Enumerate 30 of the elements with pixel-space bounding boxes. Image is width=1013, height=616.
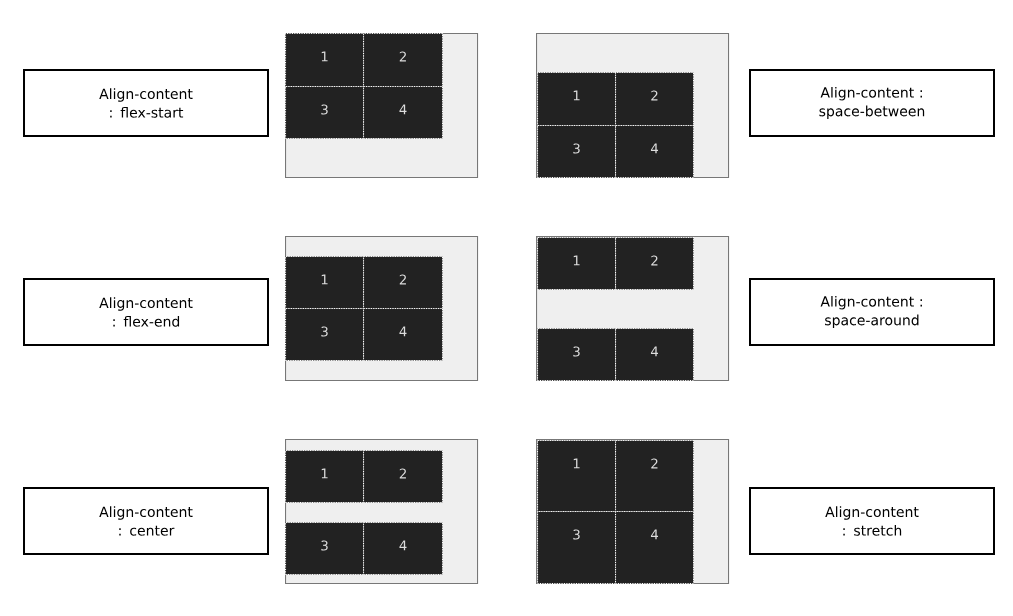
flex-item: 3: [285, 522, 365, 576]
flex-item: 1: [285, 256, 365, 310]
label-box: Align-content : space-around: [749, 278, 995, 346]
label-box: Align-content : center: [23, 487, 269, 555]
label-box: Align-content : flex-start: [23, 69, 269, 137]
flex-item: 1: [285, 33, 365, 88]
flex-item: 1: [537, 72, 617, 127]
flex-item: 1: [285, 450, 365, 504]
flex-item: 2: [615, 72, 695, 127]
flex-item: 3: [537, 125, 617, 179]
flex-item: 3: [537, 511, 617, 585]
flex-item: 4: [363, 308, 444, 362]
flex-item: 4: [363, 86, 444, 140]
flex-item: 2: [363, 450, 444, 504]
flex-item: 2: [615, 237, 695, 291]
flex-item: 1: [537, 440, 617, 513]
flex-item: 2: [363, 256, 444, 310]
flex-item: 1: [537, 237, 617, 291]
flex-item: 3: [537, 328, 617, 382]
flex-item: 2: [615, 440, 695, 513]
flex-item: 4: [615, 511, 695, 585]
flex-item: 3: [285, 86, 365, 140]
flex-item: 3: [285, 308, 365, 362]
flex-item: 4: [615, 125, 695, 179]
flex-item: 4: [615, 328, 695, 382]
label-box: Align-content : flex-end: [23, 278, 269, 346]
label-box: Align-content : space-between: [749, 69, 995, 137]
label-box: Align-content : stretch: [749, 487, 995, 555]
flex-item: 4: [363, 522, 444, 576]
flex-item: 2: [363, 33, 444, 88]
